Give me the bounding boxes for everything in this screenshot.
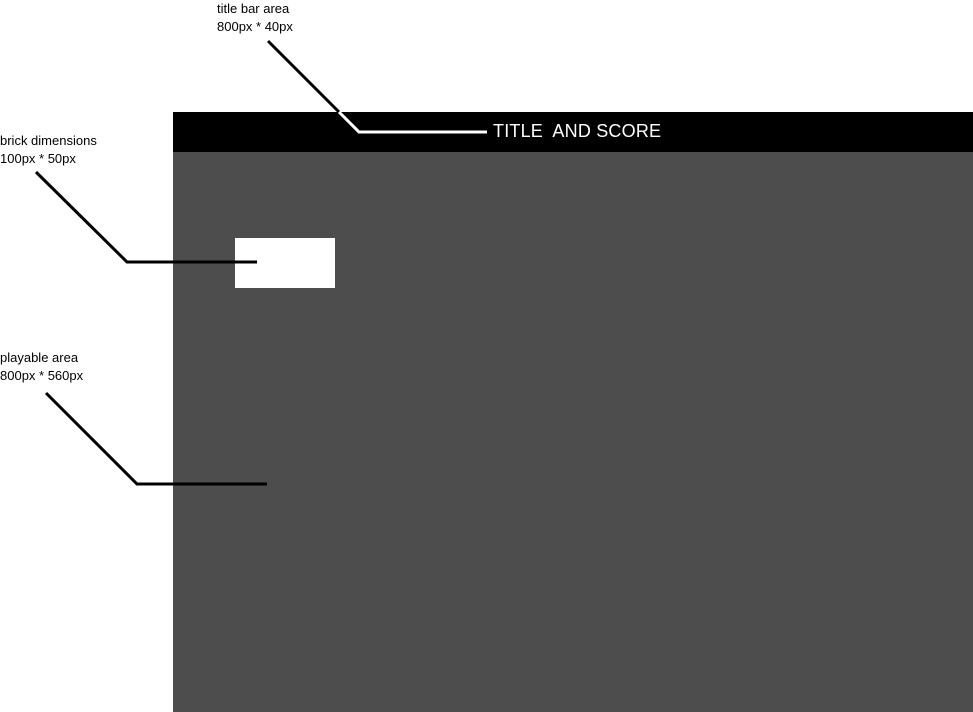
brick	[235, 238, 335, 288]
title-bar: TITLE AND SCORE	[173, 112, 973, 152]
playable-area	[173, 152, 973, 712]
title-bar-leader-line	[266, 39, 341, 114]
title-bar-annotation-label: title bar area	[217, 1, 290, 16]
playable-area-annotation: playable area 800px * 560px	[0, 349, 83, 385]
brick-annotation-label: brick dimensions	[0, 133, 97, 148]
title-and-score-text: TITLE AND SCORE	[493, 121, 662, 141]
playable-area-annotation-size: 800px * 560px	[0, 368, 84, 383]
brick-annotation-size: 100px * 50px	[0, 151, 76, 166]
brick-annotation: brick dimensions 100px * 50px	[0, 132, 97, 168]
title-bar-annotation: title bar area 800px * 40px	[217, 0, 293, 36]
game-window: TITLE AND SCORE	[173, 112, 973, 712]
title-bar-annotation-size: 800px * 40px	[217, 19, 293, 34]
playable-area-annotation-label: playable area	[0, 350, 79, 365]
